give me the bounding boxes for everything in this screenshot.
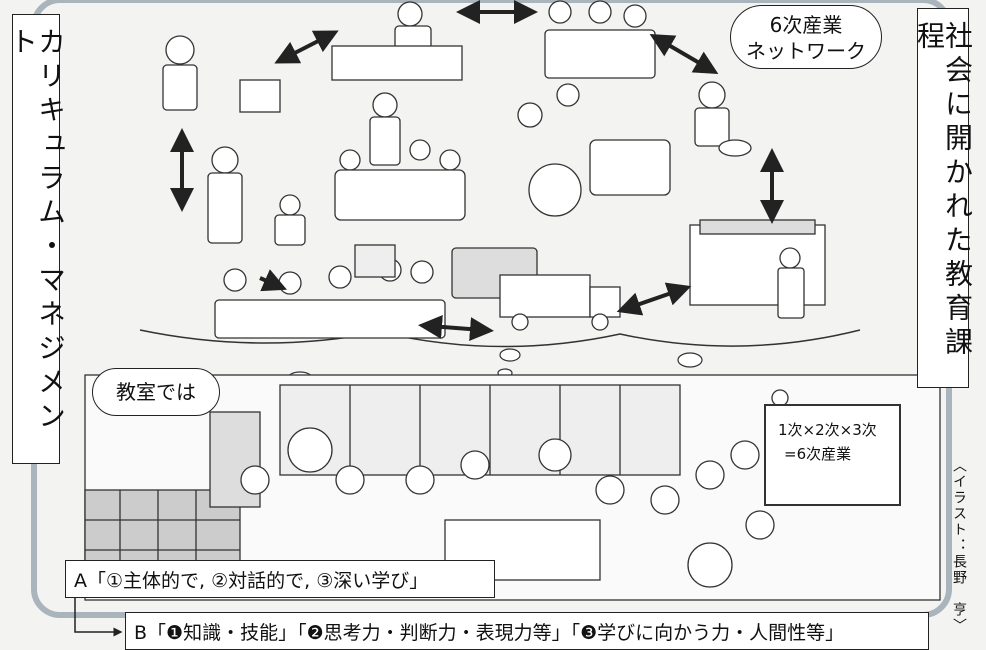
network-bubble: 6次産業 ネットワーク: [730, 5, 882, 69]
farmer-figure: [207, 146, 306, 246]
blackboard: [764, 404, 901, 506]
classroom-bubble-text: 教室では: [116, 380, 196, 404]
connector-line: [74, 590, 123, 637]
network-bubble-line-1: 6次産業: [769, 13, 843, 37]
dining-figure: [214, 244, 446, 339]
researcher-figure: [162, 35, 281, 113]
store-figure: [689, 219, 826, 319]
blackboard-text: 1次×2次×3次 =6次産業: [778, 418, 877, 466]
care-figure: [517, 83, 671, 217]
blackboard-line-2: =6次産業: [784, 445, 852, 463]
children-reading-figure: [334, 92, 466, 221]
network-bubble-line-2: ネットワーク: [746, 39, 866, 63]
chef-figure: [694, 81, 752, 157]
workers-figure: [544, 0, 656, 79]
left-label: カリキュラム・マネジメント: [6, 27, 67, 435]
cloud-outline: [139, 329, 861, 348]
network-arrows: [170, 0, 784, 342]
lab-figure: [331, 1, 463, 81]
illustration-credit: 〈イラスト：長野 亨〉: [951, 458, 967, 634]
left-label-box: カリキュラム・マネジメント: [6, 14, 67, 464]
right-label: 社会に開かれた教育課程: [913, 21, 974, 361]
label-a-text: A「①主体的で, ②対話的で, ③深い学び」: [74, 569, 429, 592]
classroom-bubble: 教室では: [92, 368, 220, 416]
truck-figure: [499, 274, 621, 331]
label-b-text: B「❶知識・技能」「❷思考力・判断力・表現力等」「❸学びに向かう力・人間性等」: [134, 621, 845, 644]
label-b: B「❶知識・技能」「❷思考力・判断力・表現力等」「❸学びに向かう力・人間性等」: [125, 612, 929, 650]
blackboard-line-1: 1次×2次×3次: [778, 421, 877, 439]
label-a: A「①主体的で, ②対話的で, ③深い学び」: [65, 560, 495, 598]
right-label-box: 社会に開かれた教育課程: [913, 8, 974, 388]
